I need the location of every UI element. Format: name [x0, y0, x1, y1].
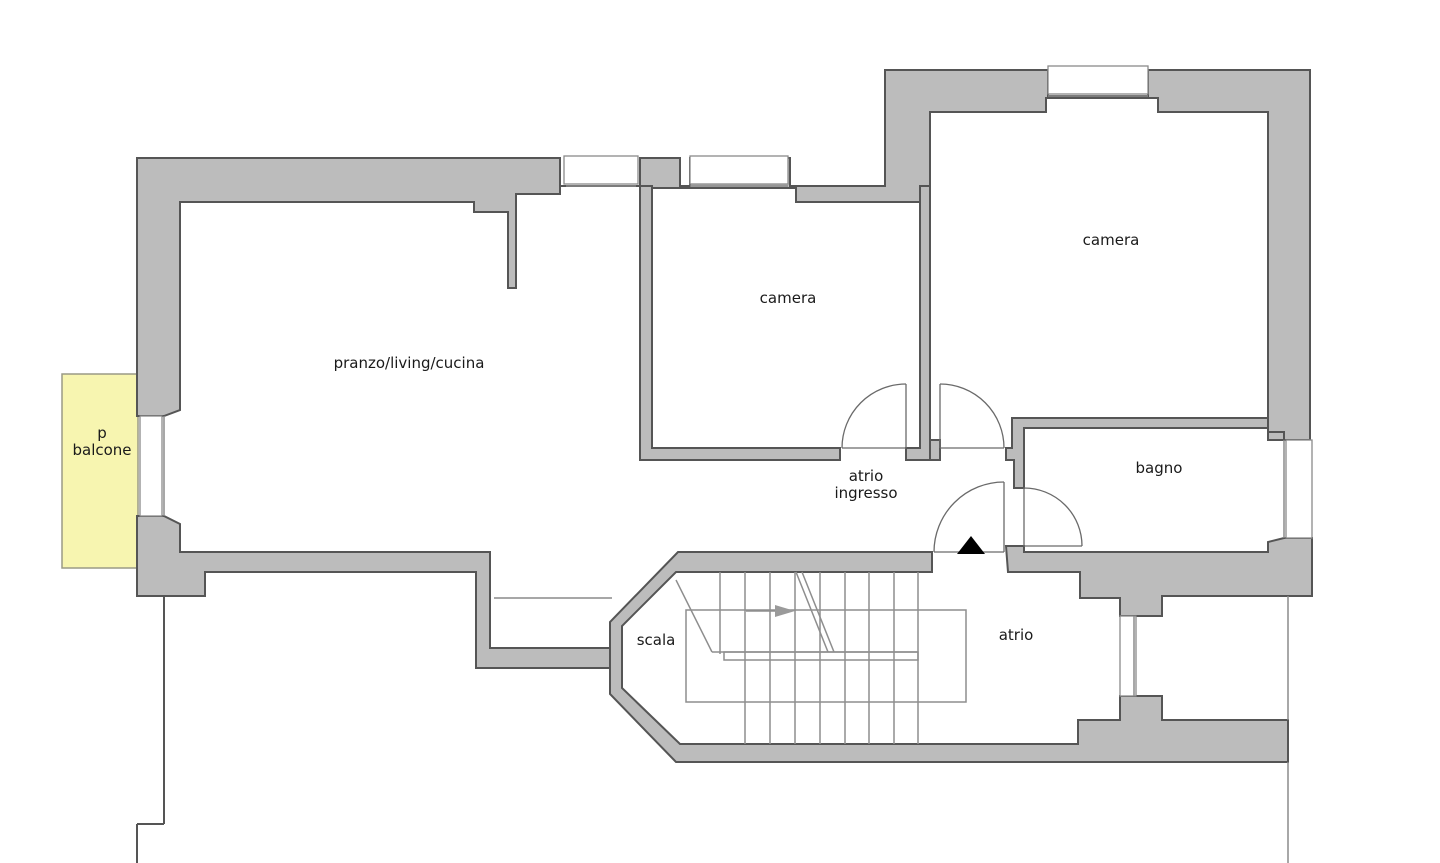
wall-bedroom2-stub: [929, 439, 941, 461]
room-label-entrance-line1: atrio: [848, 467, 884, 485]
door-bathroom[interactable]: [1023, 487, 1083, 547]
room-label-balcony: p balcone: [72, 425, 131, 459]
entrance-marker-icon: [957, 536, 985, 554]
wall-bedroom1-east: [905, 185, 931, 461]
stair-direction-arrow-icon: [775, 605, 795, 617]
room-label-bedroom1: camera: [759, 289, 817, 307]
window-living: [563, 155, 639, 185]
staircase: [675, 571, 967, 744]
room-label-bedroom2: camera: [1082, 231, 1140, 249]
room-label-bathroom: bagno: [1135, 459, 1183, 477]
window-bathroom: [1285, 439, 1313, 539]
wall-living-south-west: [136, 515, 613, 669]
door-bedroom2[interactable]: [939, 383, 1005, 449]
window-bedroom1: [689, 155, 789, 185]
window-landing: [1119, 615, 1137, 697]
room-label-landing: atrio: [998, 626, 1034, 644]
window-bedroom2: [1047, 65, 1149, 95]
wall-bathroom: [1005, 417, 1310, 489]
room-label-balcony-line2: balcone: [72, 441, 132, 459]
room-label-stairs: scala: [636, 631, 676, 649]
room-label-living: pranzo/living/cucina: [333, 354, 485, 372]
wall-living-north-west: [136, 69, 1311, 449]
room-label-balcony-line1: p: [97, 424, 107, 442]
window-balcony-door: [139, 415, 163, 517]
door-bedroom1[interactable]: [841, 383, 907, 449]
wall-bathroom-south: [1004, 537, 1313, 617]
balcony-area[interactable]: [61, 373, 139, 569]
wall-stairs: [609, 551, 1289, 763]
room-label-entrance-line2: ingresso: [834, 484, 898, 502]
room-label-entrance: atrio ingresso: [834, 468, 897, 502]
wall-bedroom1: [639, 185, 841, 461]
